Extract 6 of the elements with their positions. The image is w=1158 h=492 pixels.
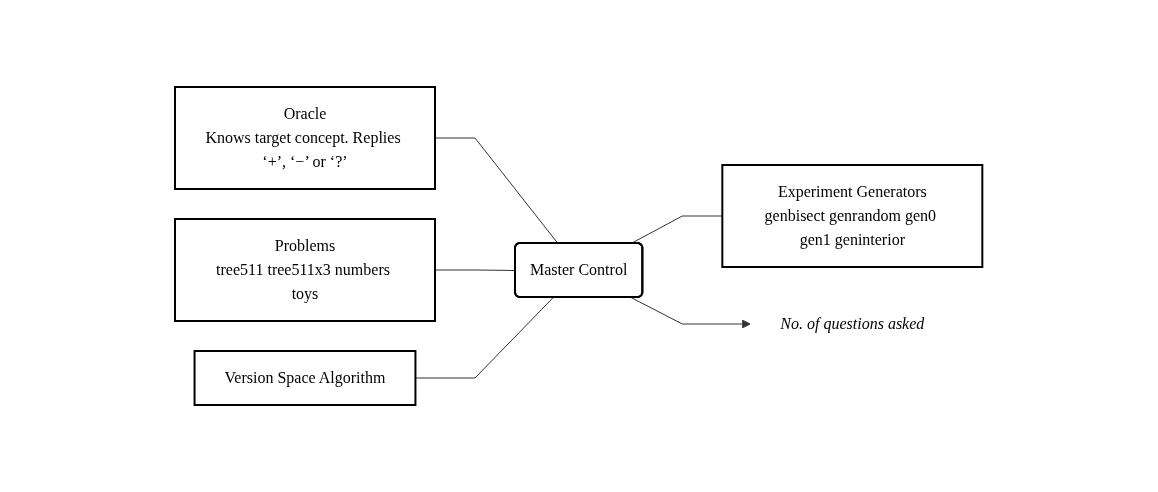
node-box: Version Space Algorithm <box>193 350 417 406</box>
node-box: Oracle Knows target concept. Replies ‘+’, ‘−’ or ‘?’ <box>174 86 437 190</box>
node-box: Experiment Generators genbisect genrandom gen0 gen1 geninterior <box>721 164 984 268</box>
node-text: No. of questions asked <box>780 315 925 332</box>
node-box: Problems tree511 tree511x3 numbers toys <box>174 218 437 322</box>
connector <box>415 297 555 379</box>
